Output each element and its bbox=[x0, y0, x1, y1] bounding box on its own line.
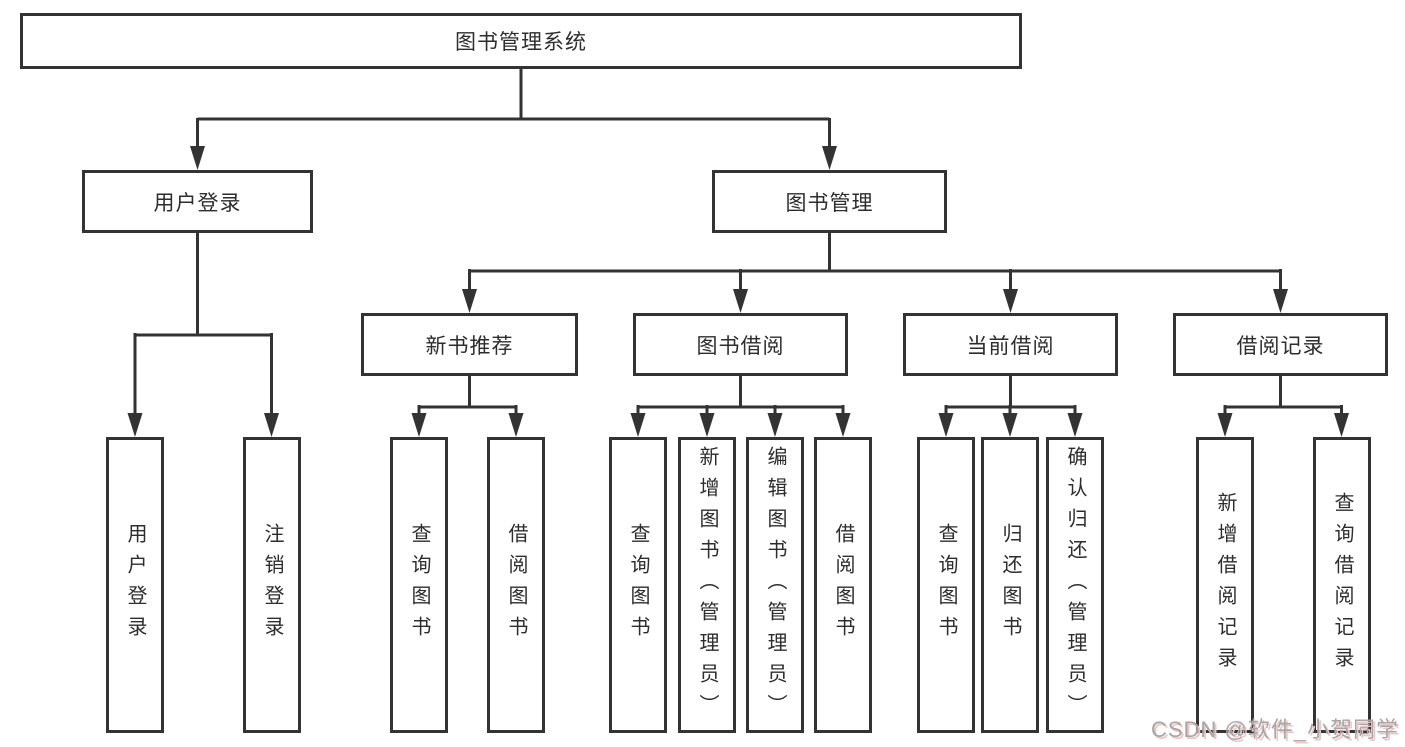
arrowhead-user-login bbox=[190, 146, 205, 170]
connector-book-borrowing-children bbox=[636, 376, 845, 416]
arrowhead-leaf-search-books-3 bbox=[938, 413, 954, 437]
leaf-label: 注销登录 bbox=[261, 523, 283, 647]
connector-borrowing-records-children bbox=[1223, 376, 1343, 416]
leaf-return-books: 归还图书 bbox=[981, 437, 1039, 733]
arrowhead-leaf-user-login bbox=[127, 413, 143, 437]
node-label: 新书推荐 bbox=[425, 334, 514, 358]
leaf-add-borrow-record: 新增借阅记录 bbox=[1196, 437, 1254, 733]
arrowhead-leaf-borrow-books-2 bbox=[835, 413, 851, 437]
node-book-management: 图书管理 bbox=[712, 170, 947, 233]
node-label: 借阅记录 bbox=[1236, 334, 1325, 358]
arrowhead-leaf-search-borrow-record bbox=[1334, 413, 1349, 437]
arrowhead-leaf-search-books-2 bbox=[630, 413, 646, 437]
leaf-search-books-3: 查询图书 bbox=[917, 437, 975, 733]
node-book-borrowing: 图书借阅 bbox=[633, 313, 848, 376]
arrowhead-book-borrowing bbox=[733, 289, 748, 313]
leaf-logout: 注销登录 bbox=[243, 437, 301, 733]
arrowhead-book-management bbox=[822, 146, 837, 170]
arrowhead-leaf-edit-books-admin bbox=[767, 413, 783, 437]
leaf-borrow-books-2: 借阅图书 bbox=[814, 437, 872, 733]
leaf-label: 新增借阅记录 bbox=[1214, 492, 1236, 678]
arrowhead-leaf-search-books-1 bbox=[411, 413, 427, 437]
leaf-label: 借阅图书 bbox=[832, 523, 854, 647]
arrowhead-current-borrowing bbox=[1003, 289, 1018, 313]
leaf-user-login: 用户登录 bbox=[106, 437, 164, 733]
node-borrowing-records: 借阅记录 bbox=[1173, 313, 1388, 376]
leaf-edit-books-admin: 编辑图书（管理员） bbox=[746, 437, 804, 733]
node-user-login: 用户登录 bbox=[82, 170, 313, 233]
arrowhead-borrowing-records bbox=[1273, 289, 1288, 313]
leaf-search-borrow-record: 查询借阅记录 bbox=[1313, 437, 1371, 733]
node-label: 图书管理 bbox=[785, 191, 874, 215]
arrowhead-new-book-recommendation bbox=[462, 289, 477, 313]
node-label: 图书管理系统 bbox=[455, 31, 587, 54]
leaf-label: 用户登录 bbox=[124, 523, 146, 647]
node-label: 当前借阅 bbox=[966, 334, 1055, 358]
node-label: 图书借阅 bbox=[696, 334, 785, 358]
node-label: 用户登录 bbox=[153, 191, 242, 215]
leaf-label: 确认归还（管理员） bbox=[1064, 445, 1086, 725]
leaf-borrow-books-1: 借阅图书 bbox=[487, 437, 545, 733]
leaf-label: 查询图书 bbox=[935, 523, 957, 647]
leaf-confirm-return-admin: 确认归还（管理员） bbox=[1046, 437, 1104, 733]
leaf-label: 查询图书 bbox=[408, 523, 430, 647]
arrowhead-leaf-borrow-books-1 bbox=[508, 413, 524, 437]
connector-current-borrowing-children bbox=[944, 376, 1077, 416]
watermark-text: CSDN @软件_小贺同学 bbox=[1150, 717, 1399, 742]
leaf-label: 借阅图书 bbox=[505, 523, 527, 647]
connector-new-book-recommendation-children bbox=[417, 376, 518, 416]
arrowhead-leaf-logout bbox=[264, 413, 279, 437]
leaf-search-books-2: 查询图书 bbox=[609, 437, 667, 733]
leaf-label: 新增图书（管理员） bbox=[696, 445, 718, 725]
arrowhead-leaf-confirm-return-admin bbox=[1067, 413, 1083, 437]
leaf-add-books-admin: 新增图书（管理员） bbox=[678, 437, 736, 733]
leaf-label: 查询图书 bbox=[627, 523, 649, 647]
connector-user-login-children bbox=[133, 233, 273, 416]
leaf-label: 编辑图书（管理员） bbox=[764, 445, 786, 725]
node-current-borrowing: 当前借阅 bbox=[903, 313, 1118, 376]
leaf-label: 查询借阅记录 bbox=[1331, 492, 1353, 678]
node-new-book-recommendation: 新书推荐 bbox=[361, 313, 578, 376]
arrowhead-leaf-add-books-admin bbox=[699, 413, 715, 437]
arrowhead-leaf-return-books bbox=[1002, 413, 1018, 437]
node-library-management-system: 图书管理系统 bbox=[20, 13, 1022, 69]
leaf-label: 归还图书 bbox=[999, 523, 1021, 647]
arrowhead-leaf-add-borrow-record bbox=[1217, 413, 1233, 437]
connector-root-to-level1 bbox=[196, 69, 831, 150]
connector-book-management-children bbox=[468, 233, 1282, 292]
leaf-search-books-1: 查询图书 bbox=[390, 437, 448, 733]
